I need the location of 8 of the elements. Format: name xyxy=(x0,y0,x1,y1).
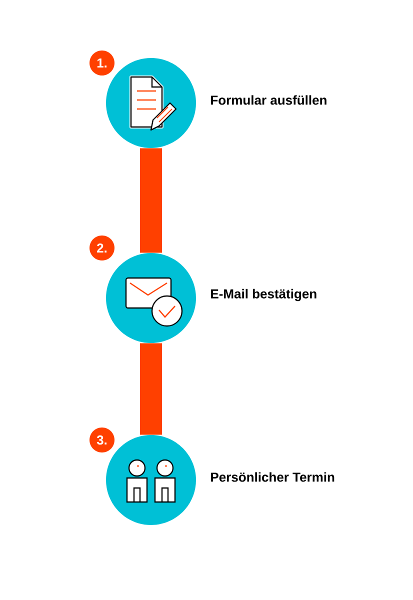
step-label: Persönlicher Termin xyxy=(211,472,334,482)
connector-bar xyxy=(140,148,162,253)
step-label: Formular ausfüllen xyxy=(211,95,326,105)
connector-bar xyxy=(140,343,162,435)
step-label: E-Mail bestätigen xyxy=(211,288,316,302)
number-badge: 1. xyxy=(90,50,114,76)
number-badge: 2. xyxy=(90,236,114,260)
number-badge: 3. xyxy=(90,428,114,452)
